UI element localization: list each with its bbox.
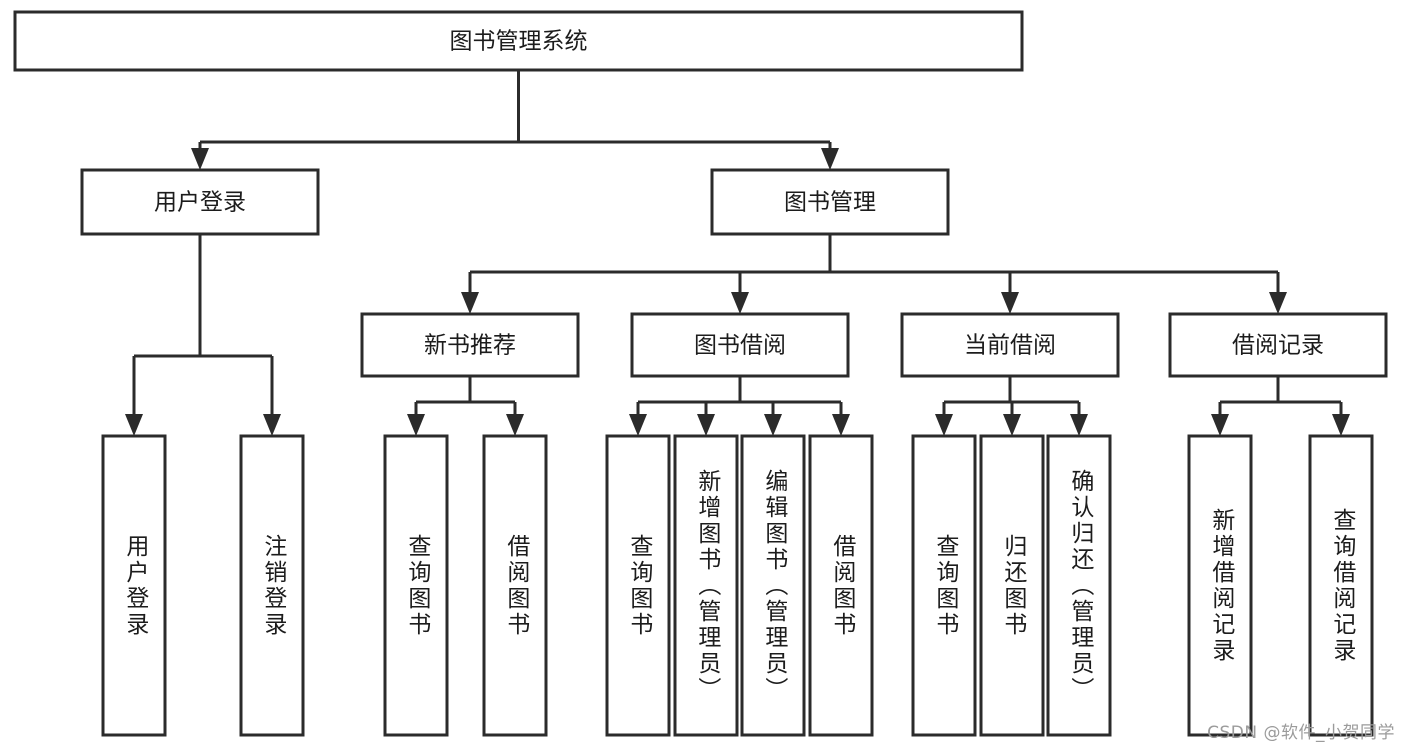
leaf-node-l2-1-0-label: 查询图书 [625,533,652,638]
leaf-node-l1-0-0-label: 用户登录 [121,533,148,638]
leaf-node-l1-0-0-label-wrap: 用户登录 [121,533,148,638]
level2-2-to-leaves-arrowhead-2 [1070,414,1088,436]
leaf-node-l2-1-3-label: 借阅图书 [828,533,855,638]
leaf-node-l2-2-0[interactable] [911,434,977,737]
leaf-node-l2-3-0-label-wrap: 新增借阅记录 [1207,507,1234,664]
leaf-node-l2-0-1-label-wrap: 借阅图书 [502,533,529,638]
level2-node-1[interactable] [630,312,850,378]
leaf-node-l2-2-2-label-wrap: 确认归还（管理员） [1066,468,1093,703]
leaf-node-l2-1-2-label: 编辑图书（管理员） [760,468,787,703]
leaf-node-l2-1-1-label-wrap: 新增图书（管理员） [693,468,720,703]
level2-1-to-leaves-arrowhead-1 [697,414,715,436]
leaf-node-l2-3-0[interactable] [1187,434,1253,737]
leaf-node-l2-2-1-label-wrap: 归还图书 [999,533,1026,638]
level2-0-to-leaves-arrowhead-0 [407,414,425,436]
leaf-node-l2-1-2-label-wrap: 编辑图书（管理员） [760,468,787,703]
leaf-node-l2-0-1-label: 借阅图书 [502,533,529,638]
level1-node-1-label: 图书管理 [784,190,876,216]
leaf-node-l2-3-1-label-wrap: 查询借阅记录 [1328,507,1355,664]
node-layer: 图书管理系统用户登录图书管理新书推荐图书借阅当前借阅借阅记录用户登录注销登录查询… [13,10,1388,737]
book-mgmt-to-level2-arrowhead-2 [1001,292,1019,314]
level2-node-1-label: 图书借阅 [694,333,786,359]
leaf-node-l1-0-1[interactable] [239,434,305,737]
book-mgmt-to-level2-arrowhead-1 [731,292,749,314]
leaf-node-l2-0-1[interactable] [482,434,548,737]
level1-node-0[interactable] [80,168,320,236]
level2-2-to-leaves-arrowhead-1 [1003,414,1021,436]
leaf-node-l2-2-1[interactable] [979,434,1045,737]
leaf-node-l2-2-0-label-wrap: 查询图书 [931,533,958,638]
level2-2-to-leaves-arrowhead-0 [935,414,953,436]
level2-1-to-leaves-arrowhead-2 [764,414,782,436]
leaf-node-l2-1-0-label-wrap: 查询图书 [625,533,652,638]
leaf-node-l2-2-1-label: 归还图书 [999,533,1026,638]
leaf-node-l2-1-3[interactable] [808,434,874,737]
leaf-node-l2-3-0-label: 新增借阅记录 [1207,507,1234,664]
leaf-node-l2-2-0-label: 查询图书 [931,533,958,638]
leaf-node-l2-0-0-label: 查询图书 [403,533,430,638]
leaf-node-l2-1-1[interactable] [673,434,739,737]
root-to-level1-arrowhead-0 [191,148,209,170]
level2-node-2-label: 当前借阅 [964,333,1056,359]
leaf-node-l2-1-3-label-wrap: 借阅图书 [828,533,855,638]
leaf-node-l2-3-1-label: 查询借阅记录 [1328,507,1355,664]
leaf-node-l1-0-0[interactable] [101,434,167,737]
root-to-level1-arrowhead-1 [821,148,839,170]
level1-node-0-label: 用户登录 [154,190,246,216]
level2-1-to-leaves-arrowhead-3 [832,414,850,436]
level2-node-0-label: 新书推荐 [424,333,516,359]
level2-1-to-leaves-arrowhead-0 [629,414,647,436]
leaf-node-l2-0-0-label-wrap: 查询图书 [403,533,430,638]
leaf-node-l1-0-1-label-wrap: 注销登录 [259,533,286,638]
level2-0-to-leaves-arrowhead-1 [506,414,524,436]
connector-layer [125,70,1350,436]
level2-node-0[interactable] [360,312,580,378]
leaf-node-l2-1-0[interactable] [605,434,671,737]
leaf-node-l2-0-0[interactable] [383,434,449,737]
book-mgmt-to-level2-arrowhead-3 [1269,292,1287,314]
leaf-node-l2-1-1-label: 新增图书（管理员） [693,468,720,703]
book-mgmt-to-level2-arrowhead-0 [461,292,479,314]
root-node[interactable] [13,10,1024,72]
leaf-node-l2-3-1[interactable] [1308,434,1374,737]
level1-0-to-leaves-arrowhead-1 [263,414,281,436]
level2-node-3[interactable] [1168,312,1388,378]
level2-3-to-leaves-arrowhead-0 [1211,414,1229,436]
level2-node-2[interactable] [900,312,1120,378]
leaf-node-l2-2-2-label: 确认归还（管理员） [1066,468,1093,703]
root-node-label: 图书管理系统 [450,29,588,55]
level2-node-3-label: 借阅记录 [1232,333,1324,359]
level1-0-to-leaves-arrowhead-0 [125,414,143,436]
level2-3-to-leaves-arrowhead-1 [1332,414,1350,436]
leaf-node-l2-1-2[interactable] [740,434,806,737]
level1-node-1[interactable] [710,168,950,236]
leaf-node-l2-2-2[interactable] [1046,434,1112,737]
leaf-node-l1-0-1-label: 注销登录 [259,533,286,638]
